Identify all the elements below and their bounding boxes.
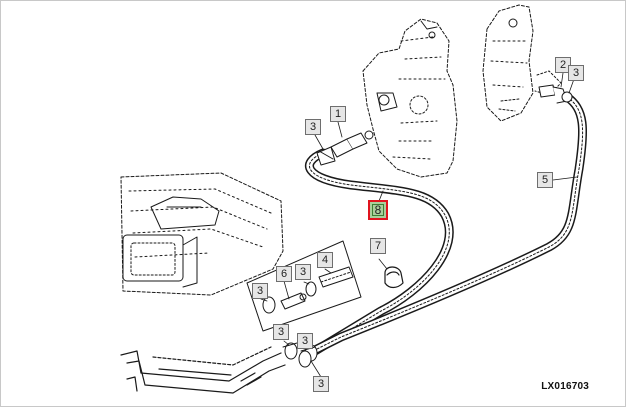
- callout-6[interactable]: 6: [276, 266, 292, 282]
- callout-3-bottom-upper[interactable]: 3: [273, 324, 289, 340]
- hose-8-drawing: [305, 148, 454, 356]
- callout-3-inset-right[interactable]: 3: [295, 264, 311, 280]
- engine-block-drawing: [362, 18, 458, 178]
- callout-7[interactable]: 7: [370, 238, 386, 254]
- callout-3-right-top[interactable]: 3: [568, 65, 584, 81]
- oil-pan-drawing: [120, 172, 284, 296]
- lower-tube-drawing: [120, 346, 286, 394]
- callout-8-selected[interactable]: 8: [368, 200, 388, 220]
- document-id: LX016703: [541, 381, 589, 392]
- callout-3-top[interactable]: 3: [305, 119, 321, 135]
- leader-lines: [260, 72, 578, 378]
- hose-5-drawing: [308, 92, 588, 356]
- callout-3-bottom-lower[interactable]: 3: [313, 376, 329, 392]
- clamp-7-drawing: [384, 266, 404, 289]
- fitting-2-drawing: [538, 84, 573, 104]
- callout-5[interactable]: 5: [537, 172, 553, 188]
- callout-1[interactable]: 1: [330, 106, 346, 122]
- callout-3-bottom-middle[interactable]: 3: [297, 333, 313, 349]
- fitting-1-drawing: [316, 130, 374, 166]
- frame-right-drawing: [482, 4, 562, 122]
- callout-4[interactable]: 4: [317, 252, 333, 268]
- callout-3-inset-left[interactable]: 3: [252, 283, 268, 299]
